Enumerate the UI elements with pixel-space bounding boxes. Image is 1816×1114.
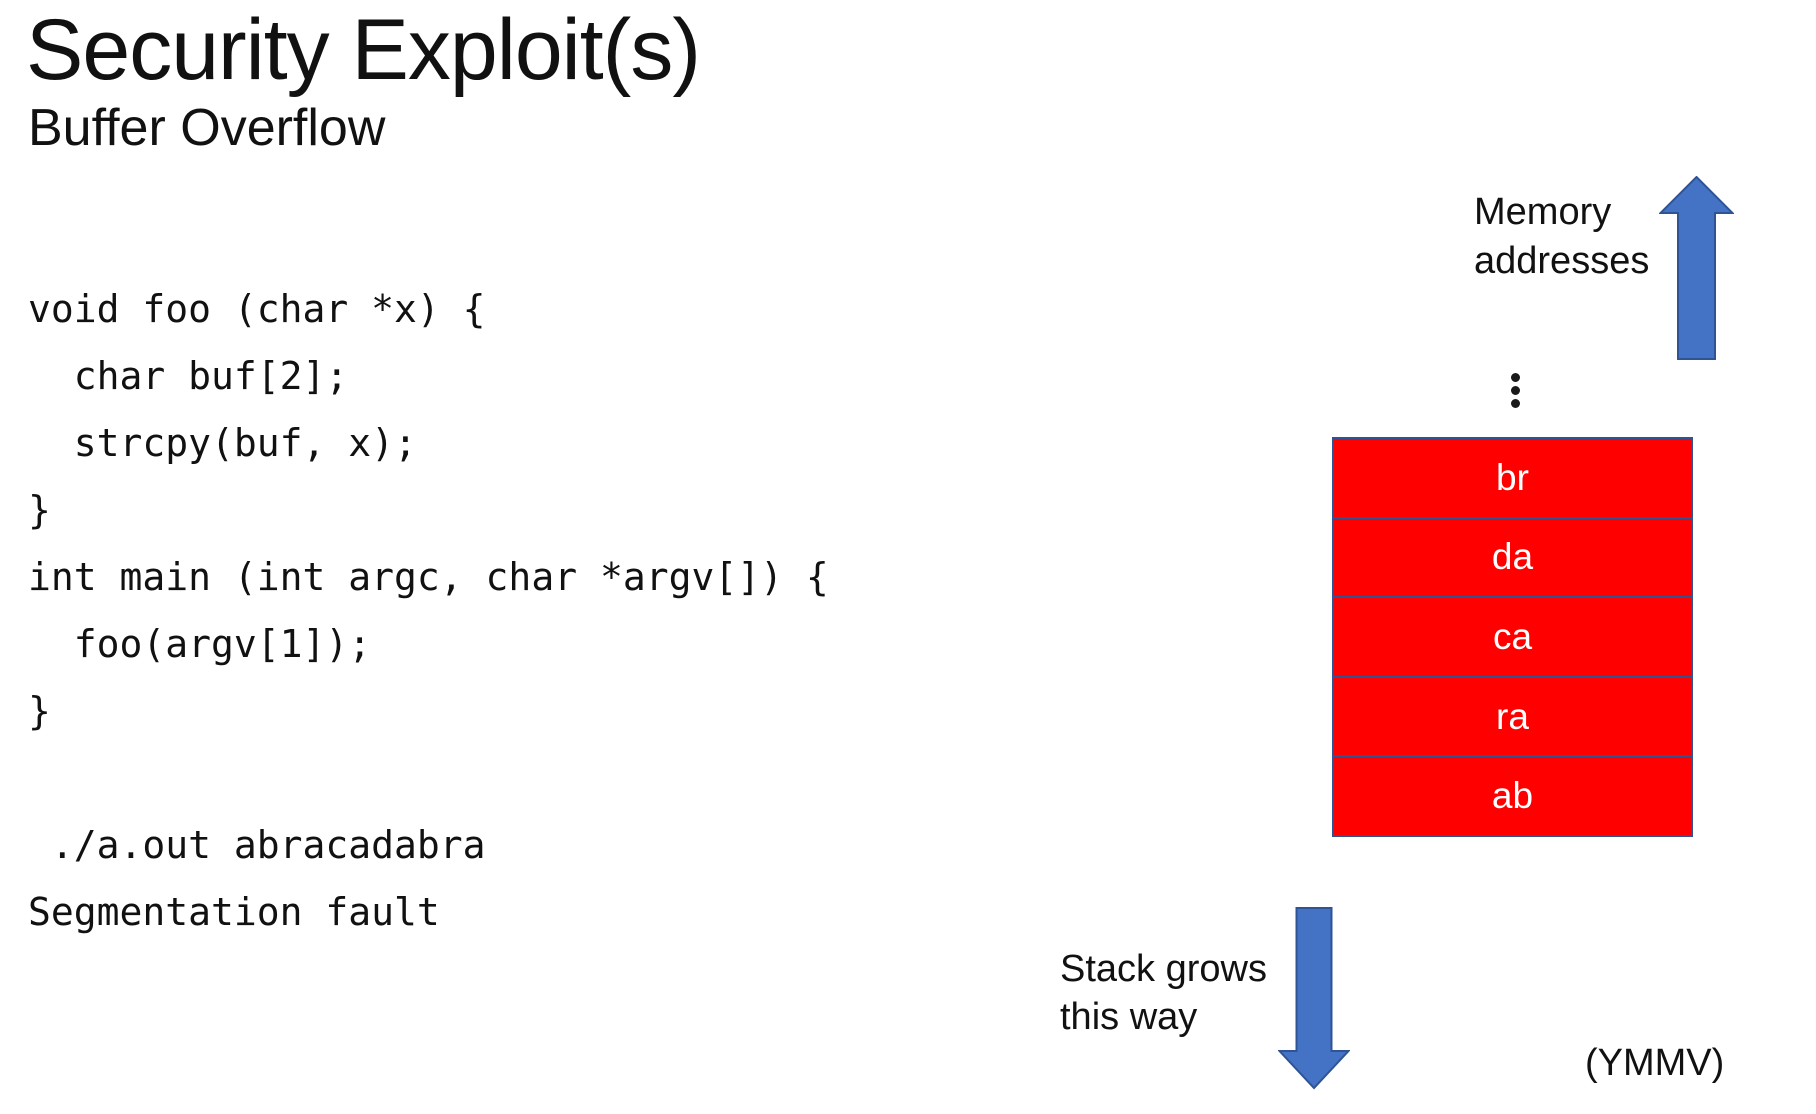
up-arrow-icon [1659, 176, 1734, 360]
down-arrow-icon [1278, 907, 1350, 1090]
memory-addresses-label-line1: Memory [1474, 191, 1612, 233]
stack-cell: br [1334, 439, 1691, 519]
stack-grows-label-line2: this way [1060, 996, 1198, 1038]
stack-grows-label-line1: Stack grows [1060, 948, 1267, 990]
stack-cell: ra [1334, 677, 1691, 758]
vertical-ellipsis-icon [1511, 373, 1520, 408]
ellipsis-dot [1511, 399, 1520, 408]
stack-grows-label: Stack grows this way [1060, 945, 1267, 1041]
ellipsis-dot [1511, 373, 1520, 382]
page-subtitle: Buffer Overflow [28, 99, 386, 157]
memory-stack-table: br da ca ra ab [1332, 437, 1693, 837]
page-title: Security Exploit(s) [26, 2, 701, 98]
stack-cell: da [1334, 518, 1691, 599]
memory-addresses-label-line2: addresses [1474, 240, 1650, 282]
ymmv-note: (YMMV) [1585, 1042, 1725, 1084]
memory-addresses-label: Memory addresses [1474, 188, 1649, 286]
stack-cell: ca [1334, 598, 1691, 678]
ellipsis-dot [1511, 386, 1520, 395]
stack-cell: ab [1334, 757, 1691, 835]
code-block: void foo (char *x) { char buf[2]; strcpy… [28, 287, 829, 934]
